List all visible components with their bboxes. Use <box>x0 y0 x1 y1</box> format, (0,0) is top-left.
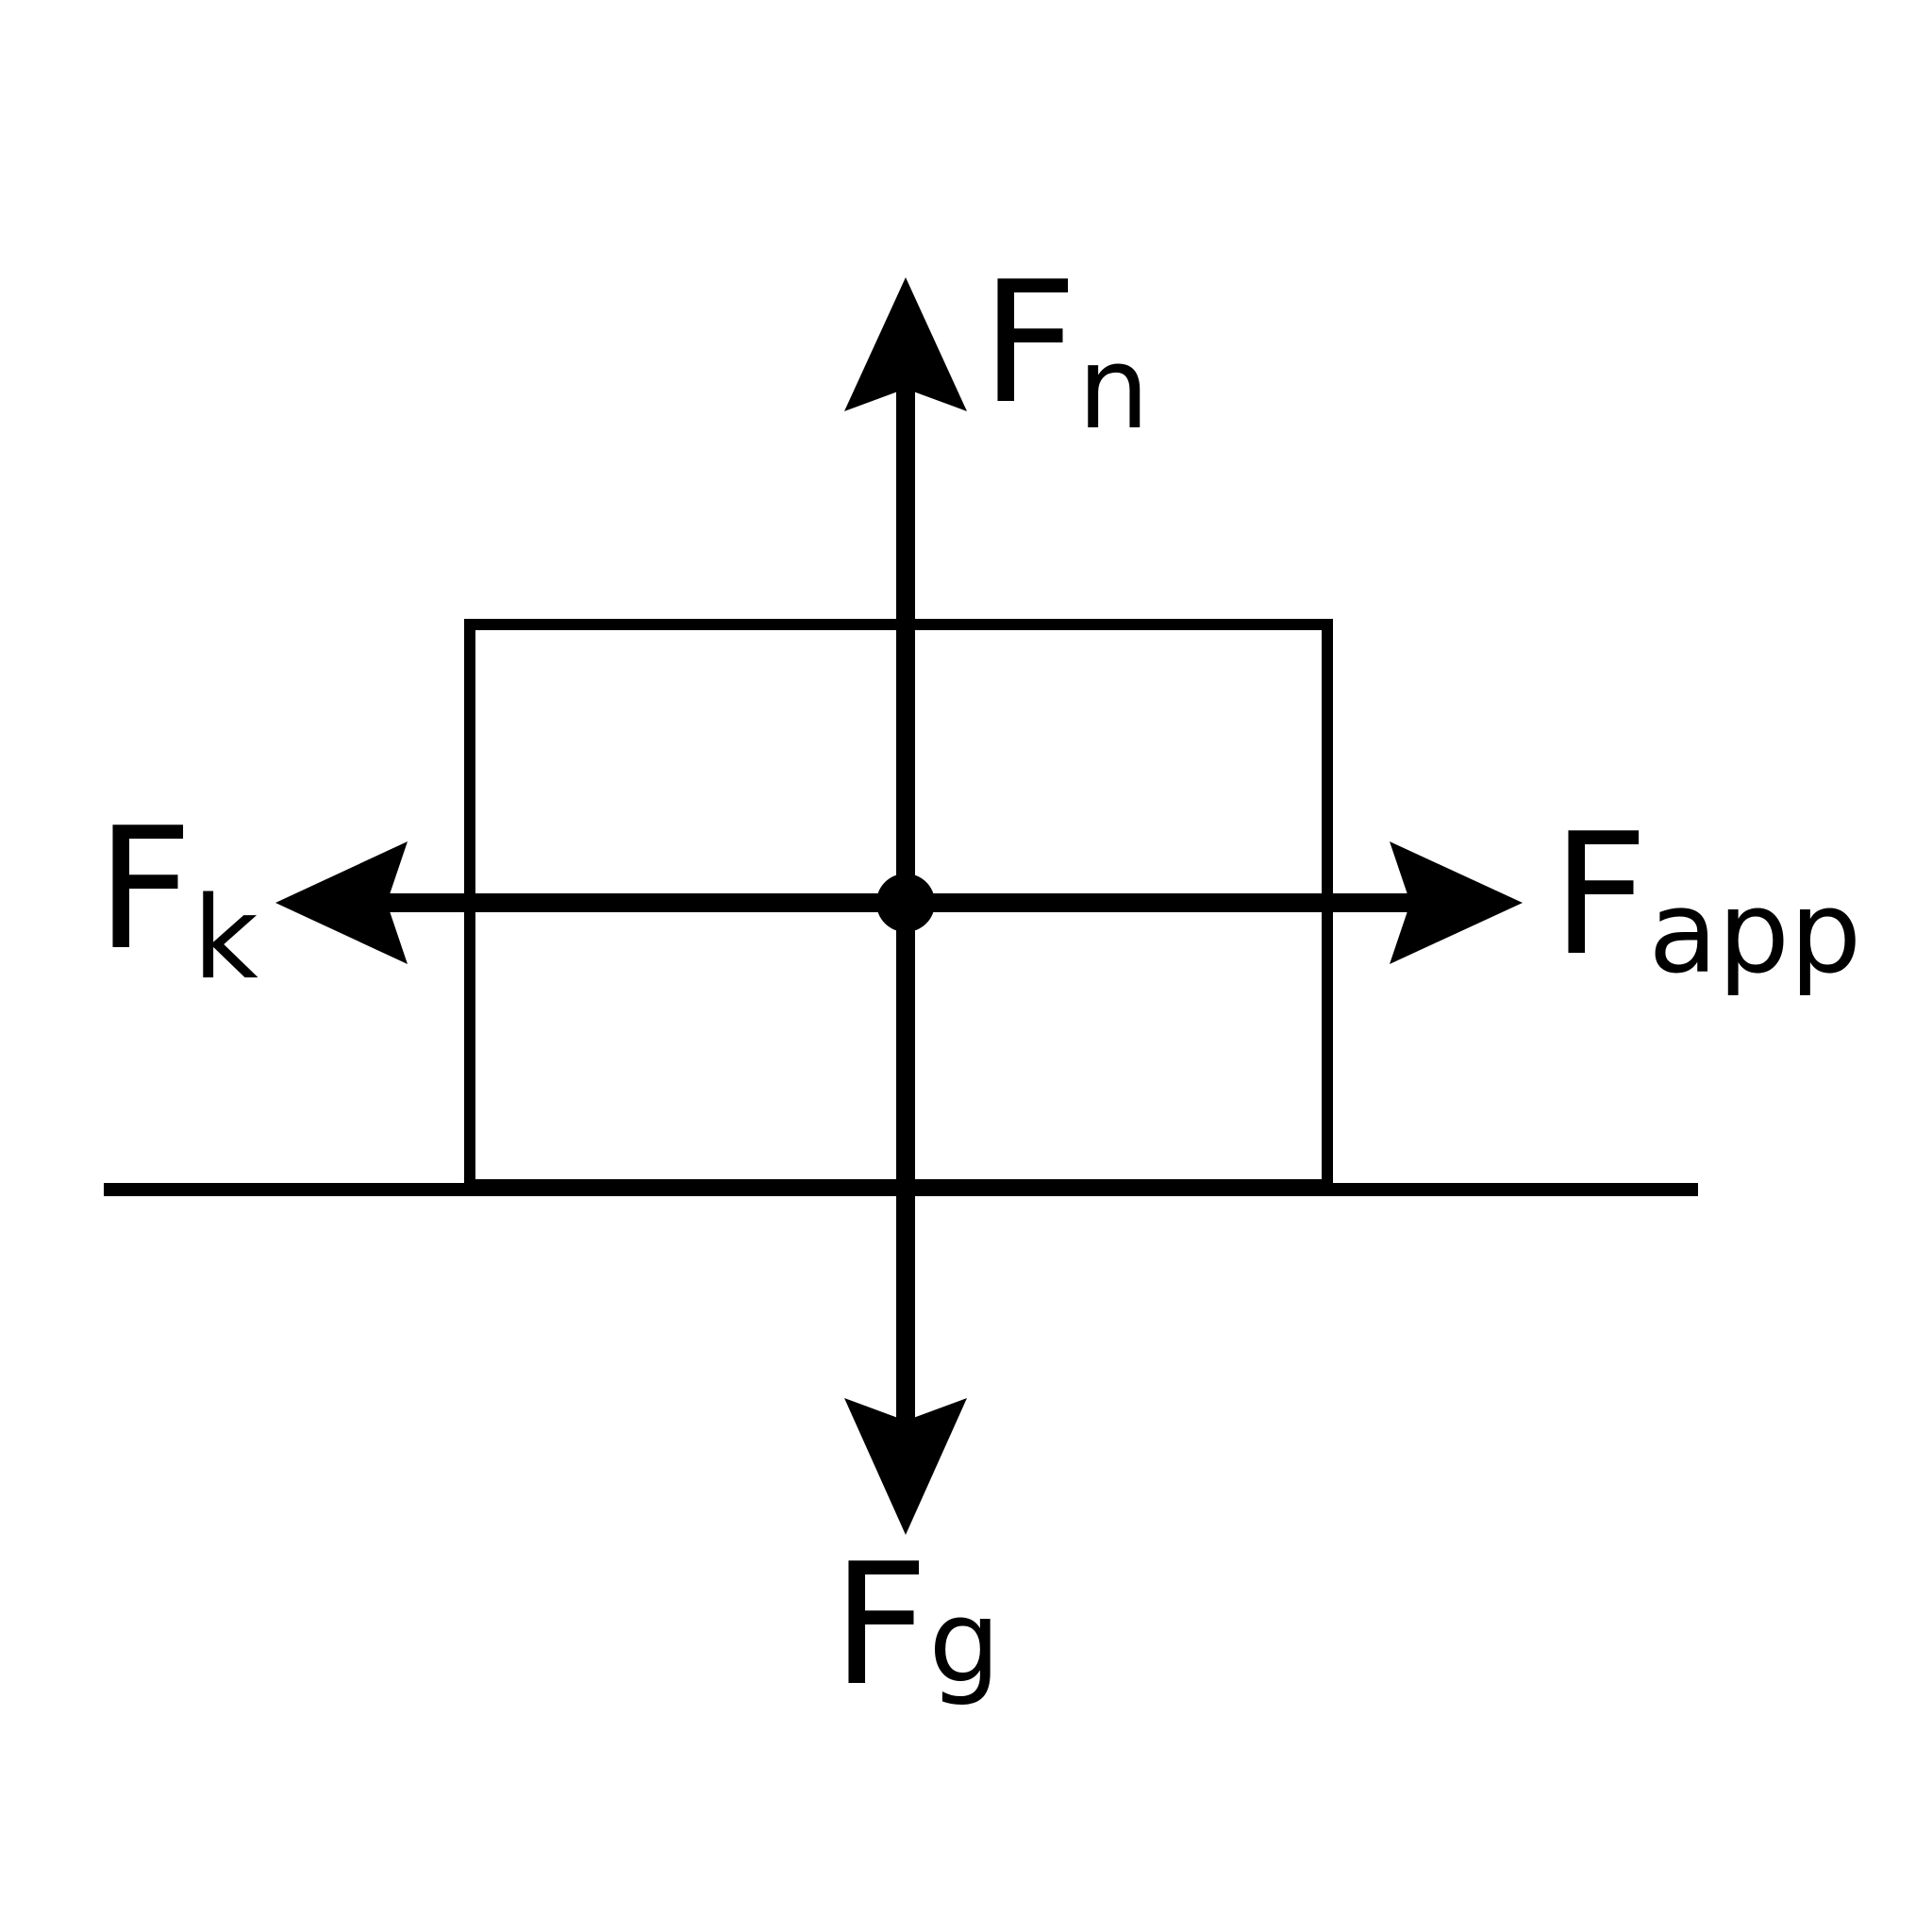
center-of-mass-dot <box>876 874 935 932</box>
normal-force-shaft <box>896 377 915 906</box>
normal-force-symbol: F <box>981 245 1077 441</box>
normal-force-arrowhead <box>844 277 967 411</box>
applied-force-symbol: F <box>1552 797 1648 992</box>
gravity-force-symbol: F <box>832 1527 928 1723</box>
applied-force-subscript: app <box>1648 868 1861 999</box>
friction-force-shaft <box>377 893 906 912</box>
normal-force-subscript: n <box>1077 324 1149 455</box>
applied-force-label: Fapp <box>1552 797 1861 999</box>
friction-force-arrowhead <box>275 841 408 964</box>
applied-force-shaft <box>906 893 1415 912</box>
gravity-force-label: Fg <box>832 1527 1001 1723</box>
gravity-force-shaft <box>896 906 915 1424</box>
gravity-force-subscript: g <box>928 1577 1000 1708</box>
gravity-force-arrowhead <box>844 1398 967 1535</box>
friction-force-symbol: F <box>96 791 192 987</box>
applied-force-arrowhead <box>1390 841 1523 964</box>
friction-force-subscript: k <box>192 874 258 1005</box>
normal-force-label: Fn <box>981 245 1149 455</box>
friction-force-label: Fk <box>96 791 258 1005</box>
